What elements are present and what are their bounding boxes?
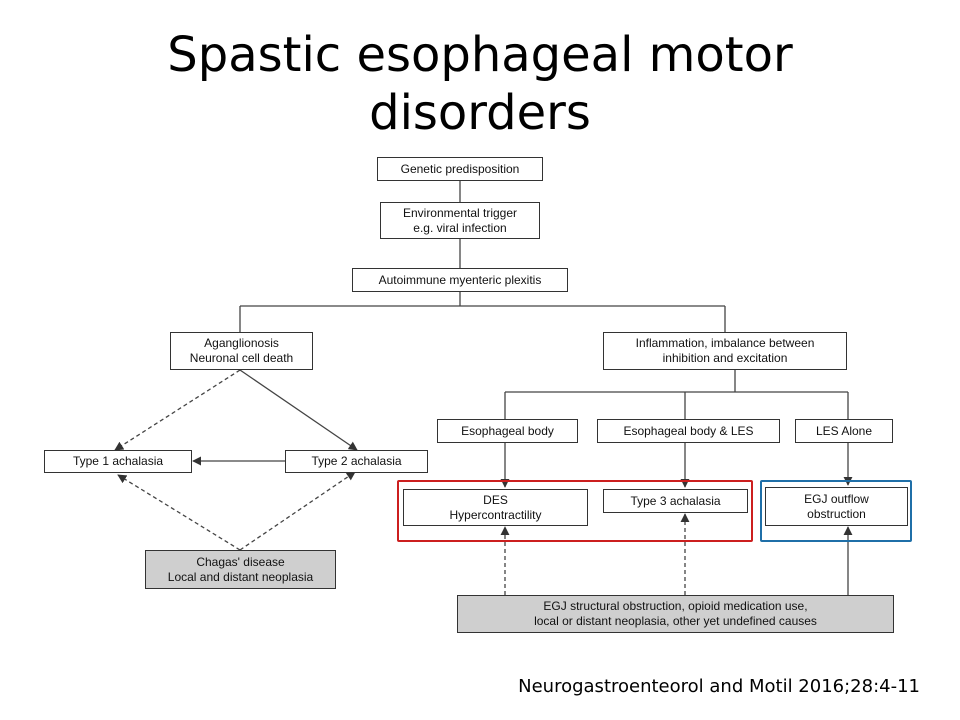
type3-label: Type 3 achalasia — [630, 493, 721, 508]
type2-label: Type 2 achalasia — [311, 454, 402, 468]
chagas-box: Chagas' disease Local and distant neopla… — [145, 550, 336, 589]
egj-label-1: EGJ outflow — [804, 491, 869, 506]
environmental-trigger-box: Environmental trigger e.g. viral infecti… — [380, 202, 540, 239]
genetic-predisposition-box: Genetic predisposition — [377, 157, 543, 181]
slide-title: Spastic esophageal motor disorders — [0, 26, 960, 142]
esoph-body-les-label: Esophageal body & LES — [623, 423, 754, 438]
des-type3-highlight-frame — [397, 480, 753, 542]
title-line-2: disorders — [369, 85, 591, 141]
type1-label: Type 1 achalasia — [72, 454, 164, 468]
esoph-body-label: Esophageal body — [461, 423, 554, 438]
arrow-agang-type2 — [239, 369, 358, 451]
inflam-label-1: Inflammation, imbalance between — [635, 336, 815, 350]
arrow-chagas-type2 — [239, 471, 356, 551]
egj-outflow-box: EGJ outflow obstruction — [765, 487, 908, 526]
arrow-chagas-type1 — [117, 474, 241, 551]
chagas-label-2: Local and distant neoplasia — [167, 569, 314, 584]
inflam-label-2: inhibition and excitation — [662, 351, 788, 365]
agang-label-2: Neuronal cell death — [189, 351, 294, 365]
type2-achalasia-box: Type 2 achalasia — [285, 450, 428, 473]
esophageal-body-les-box: Esophageal body & LES — [597, 419, 780, 443]
des-label-2: Hypercontractility — [449, 507, 542, 522]
citation: Neurogastroenteorol and Motil 2016;28:4-… — [518, 676, 920, 697]
autoimmune-label: Autoimmune myenteric plexitis — [378, 272, 542, 287]
inflammation-box: Inflammation, imbalance between inhibiti… — [603, 332, 847, 370]
autoimmune-box: Autoimmune myenteric plexitis — [352, 268, 568, 292]
des-label-1: DES — [483, 492, 508, 507]
struct-label-1: EGJ structural obstruction, opioid medic… — [543, 599, 808, 613]
les-alone-box: LES Alone — [795, 419, 893, 443]
des-box: DES Hypercontractility — [403, 489, 588, 526]
genetic-label: Genetic predisposition — [400, 161, 520, 176]
les-alone-label: LES Alone — [815, 423, 873, 438]
esophageal-body-box: Esophageal body — [437, 419, 578, 443]
chagas-label-1: Chagas' disease — [196, 554, 285, 569]
struct-label-2: local or distant neoplasia, other yet un… — [534, 614, 817, 628]
type3-achalasia-box: Type 3 achalasia — [603, 489, 748, 513]
env-label-1: Environmental trigger — [402, 205, 518, 220]
arrow-agang-type1 — [114, 369, 241, 451]
title-line-1: Spastic esophageal motor — [167, 27, 793, 83]
env-label-2: e.g. viral infection — [413, 220, 507, 235]
egj-label-2: obstruction — [807, 506, 866, 521]
type1-achalasia-box: Type 1 achalasia — [44, 450, 192, 473]
agang-label-1: Aganglionosis — [204, 336, 279, 350]
structural-obstruction-box: EGJ structural obstruction, opioid medic… — [457, 595, 894, 633]
aganglionosis-box: Aganglionosis Neuronal cell death — [170, 332, 313, 370]
egj-highlight-frame — [760, 480, 912, 542]
